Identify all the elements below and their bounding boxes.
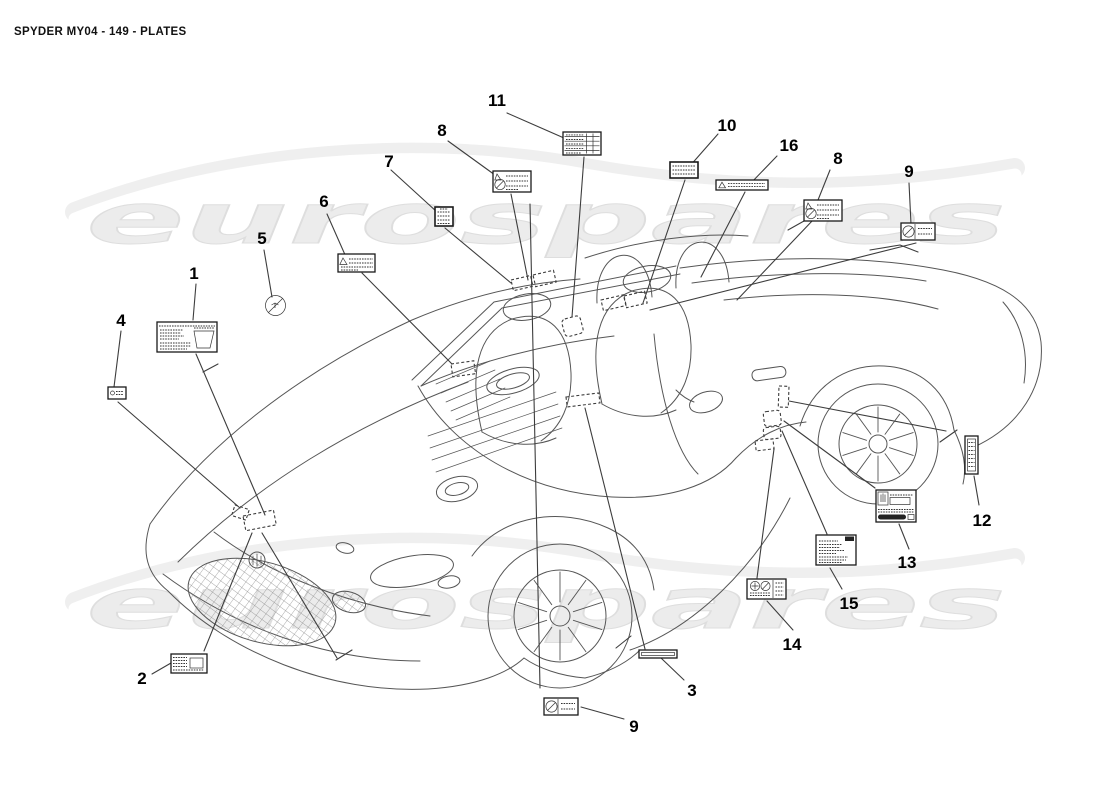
identification-plate-icon — [170, 653, 208, 674]
callout-3: 3 — [687, 681, 696, 700]
callout-13: 13 — [898, 553, 917, 572]
callout-5: 5 — [257, 229, 266, 248]
callout-10: 10 — [718, 116, 737, 135]
blank-strip-plate-icon — [638, 649, 678, 659]
callout-14: 14 — [783, 635, 802, 654]
watermark-top: eurospares — [65, 142, 1025, 261]
callout-16: 16 — [780, 136, 799, 155]
grille — [187, 557, 337, 647]
prohibition-panel-plate-icon — [543, 697, 579, 716]
callout-2: 2 — [137, 669, 146, 688]
plate-location-markers — [230, 269, 790, 532]
warning-strip-plate-icon — [715, 179, 769, 191]
callout-9-top: 9 — [904, 162, 913, 181]
callout-6: 6 — [319, 192, 328, 211]
dense-text-plate-icon — [434, 206, 454, 227]
callout-4: 4 — [116, 311, 126, 330]
callout-1: 1 — [189, 264, 198, 283]
tyre-pressure-table-plate-icon — [562, 131, 602, 156]
side-grille — [331, 590, 367, 614]
ec-homologation-plate-icon — [156, 321, 218, 353]
page-title: SPYDER MY04 - 149 - PLATES — [14, 26, 187, 38]
watermark-text-top: eurospares — [86, 178, 1006, 260]
mini-label-plate-icon — [107, 386, 127, 400]
car-drawing — [145, 234, 1042, 690]
small-text-plate-icon — [669, 161, 699, 179]
callout-8-left: 8 — [437, 121, 446, 140]
plate-icons — [107, 131, 979, 716]
prohibition-text-plate-icon — [492, 170, 532, 193]
prohibition-roundel-icon — [265, 295, 286, 316]
text-block-plate-icon — [815, 534, 857, 566]
callout-numbers: 1 2 3 4 5 6 7 8 8 9 9 10 11 12 13 14 15 … — [116, 91, 991, 736]
callout-12: 12 — [973, 511, 992, 530]
callout-7: 7 — [384, 152, 393, 171]
vertical-strip-plate-icon — [964, 435, 979, 475]
maserati-data-plate-icon — [875, 489, 917, 523]
front-wheel-spokes — [517, 571, 603, 661]
prohibition-panel-plate-icon — [900, 222, 936, 241]
callout-11: 11 — [488, 91, 506, 110]
callout-9-bottom: 9 — [629, 717, 638, 736]
prohibition-text-plate-icon — [803, 199, 843, 222]
rear-wheel-spokes — [842, 406, 914, 482]
callout-15: 15 — [840, 594, 859, 613]
leader-lines — [113, 112, 980, 720]
callout-8-right: 8 — [833, 149, 842, 168]
warning-triangle-text-plate-icon — [337, 253, 376, 273]
trident-badge-icon — [248, 551, 266, 569]
fuel-data-plate-icon — [746, 578, 787, 600]
